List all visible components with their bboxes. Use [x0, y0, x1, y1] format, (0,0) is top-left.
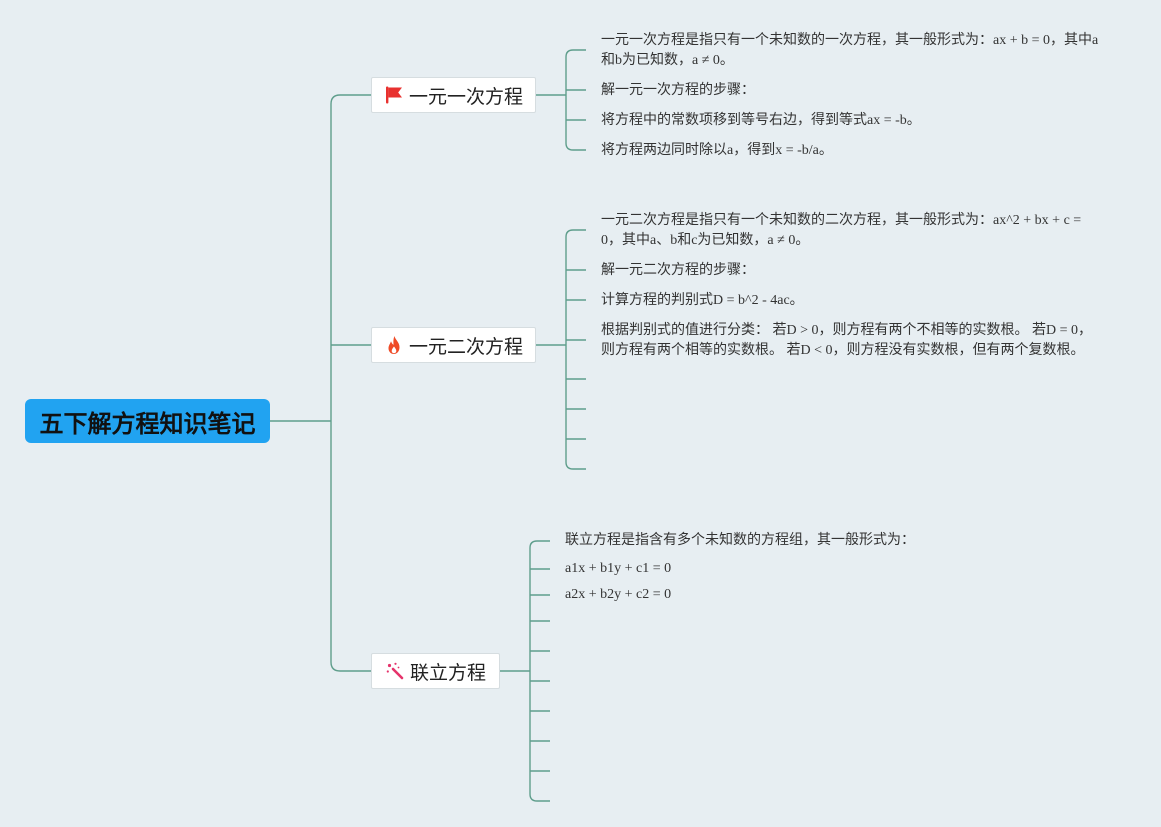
magic-wand-icon [385, 661, 405, 681]
leaf-topic[interactable]: 解一元二次方程的步骤： [601, 263, 755, 278]
leaf-topic[interactable]: 联立方程是指含有多个未知数的方程组，其一般形式为： [565, 533, 915, 548]
leaf-spine [529, 540, 550, 802]
branch-label: 一元二次方程 [408, 336, 523, 358]
leaf-topic[interactable]: a2x + b2y + c2 = 0 [565, 587, 672, 602]
branch-label: 一元一次方程 [408, 86, 523, 108]
leaf-topic[interactable]: 将方程两边同时除以a，得到x = -b/a。 [601, 143, 833, 158]
root-topic[interactable]: 五下解方程知识笔记 [25, 399, 270, 443]
flag-icon [384, 85, 404, 105]
leaf-topic[interactable]: 一元一次方程是指只有一个未知数的一次方程，其一般形式为：ax + b = 0，其… [601, 33, 1099, 68]
leaf-topic[interactable]: 根据判别式的值进行分类： 若D > 0，则方程有两个不相等的实数根。 若D = … [601, 323, 1093, 358]
leaf-spine [565, 49, 586, 151]
leaf-topic[interactable]: 解一元一次方程的步骤： [601, 83, 755, 98]
fire-icon [384, 335, 404, 355]
leaf-topic[interactable]: a1x + b1y + c1 = 0 [565, 561, 672, 576]
leaf-topic[interactable]: 一元二次方程是指只有一个未知数的二次方程，其一般形式为：ax^2 + bx + … [601, 213, 1082, 248]
branch-label: 联立方程 [409, 662, 486, 684]
leaf-topic[interactable]: 将方程中的常数项移到等号右边，得到等式ax = -b。 [601, 113, 921, 128]
branch-topic-linear-equation[interactable]: 一元一次方程 [371, 77, 536, 113]
leaf-topic[interactable]: 计算方程的判别式D = b^2 - 4ac。 [601, 293, 804, 308]
root-title: 五下解方程知识笔记 [39, 410, 256, 438]
branch-topic-quadratic-equation[interactable]: 一元二次方程 [371, 327, 536, 363]
main-spine [330, 94, 371, 672]
branch-topic-simultaneous-equations[interactable]: 联立方程 [371, 653, 500, 689]
leaf-spine [565, 229, 586, 470]
